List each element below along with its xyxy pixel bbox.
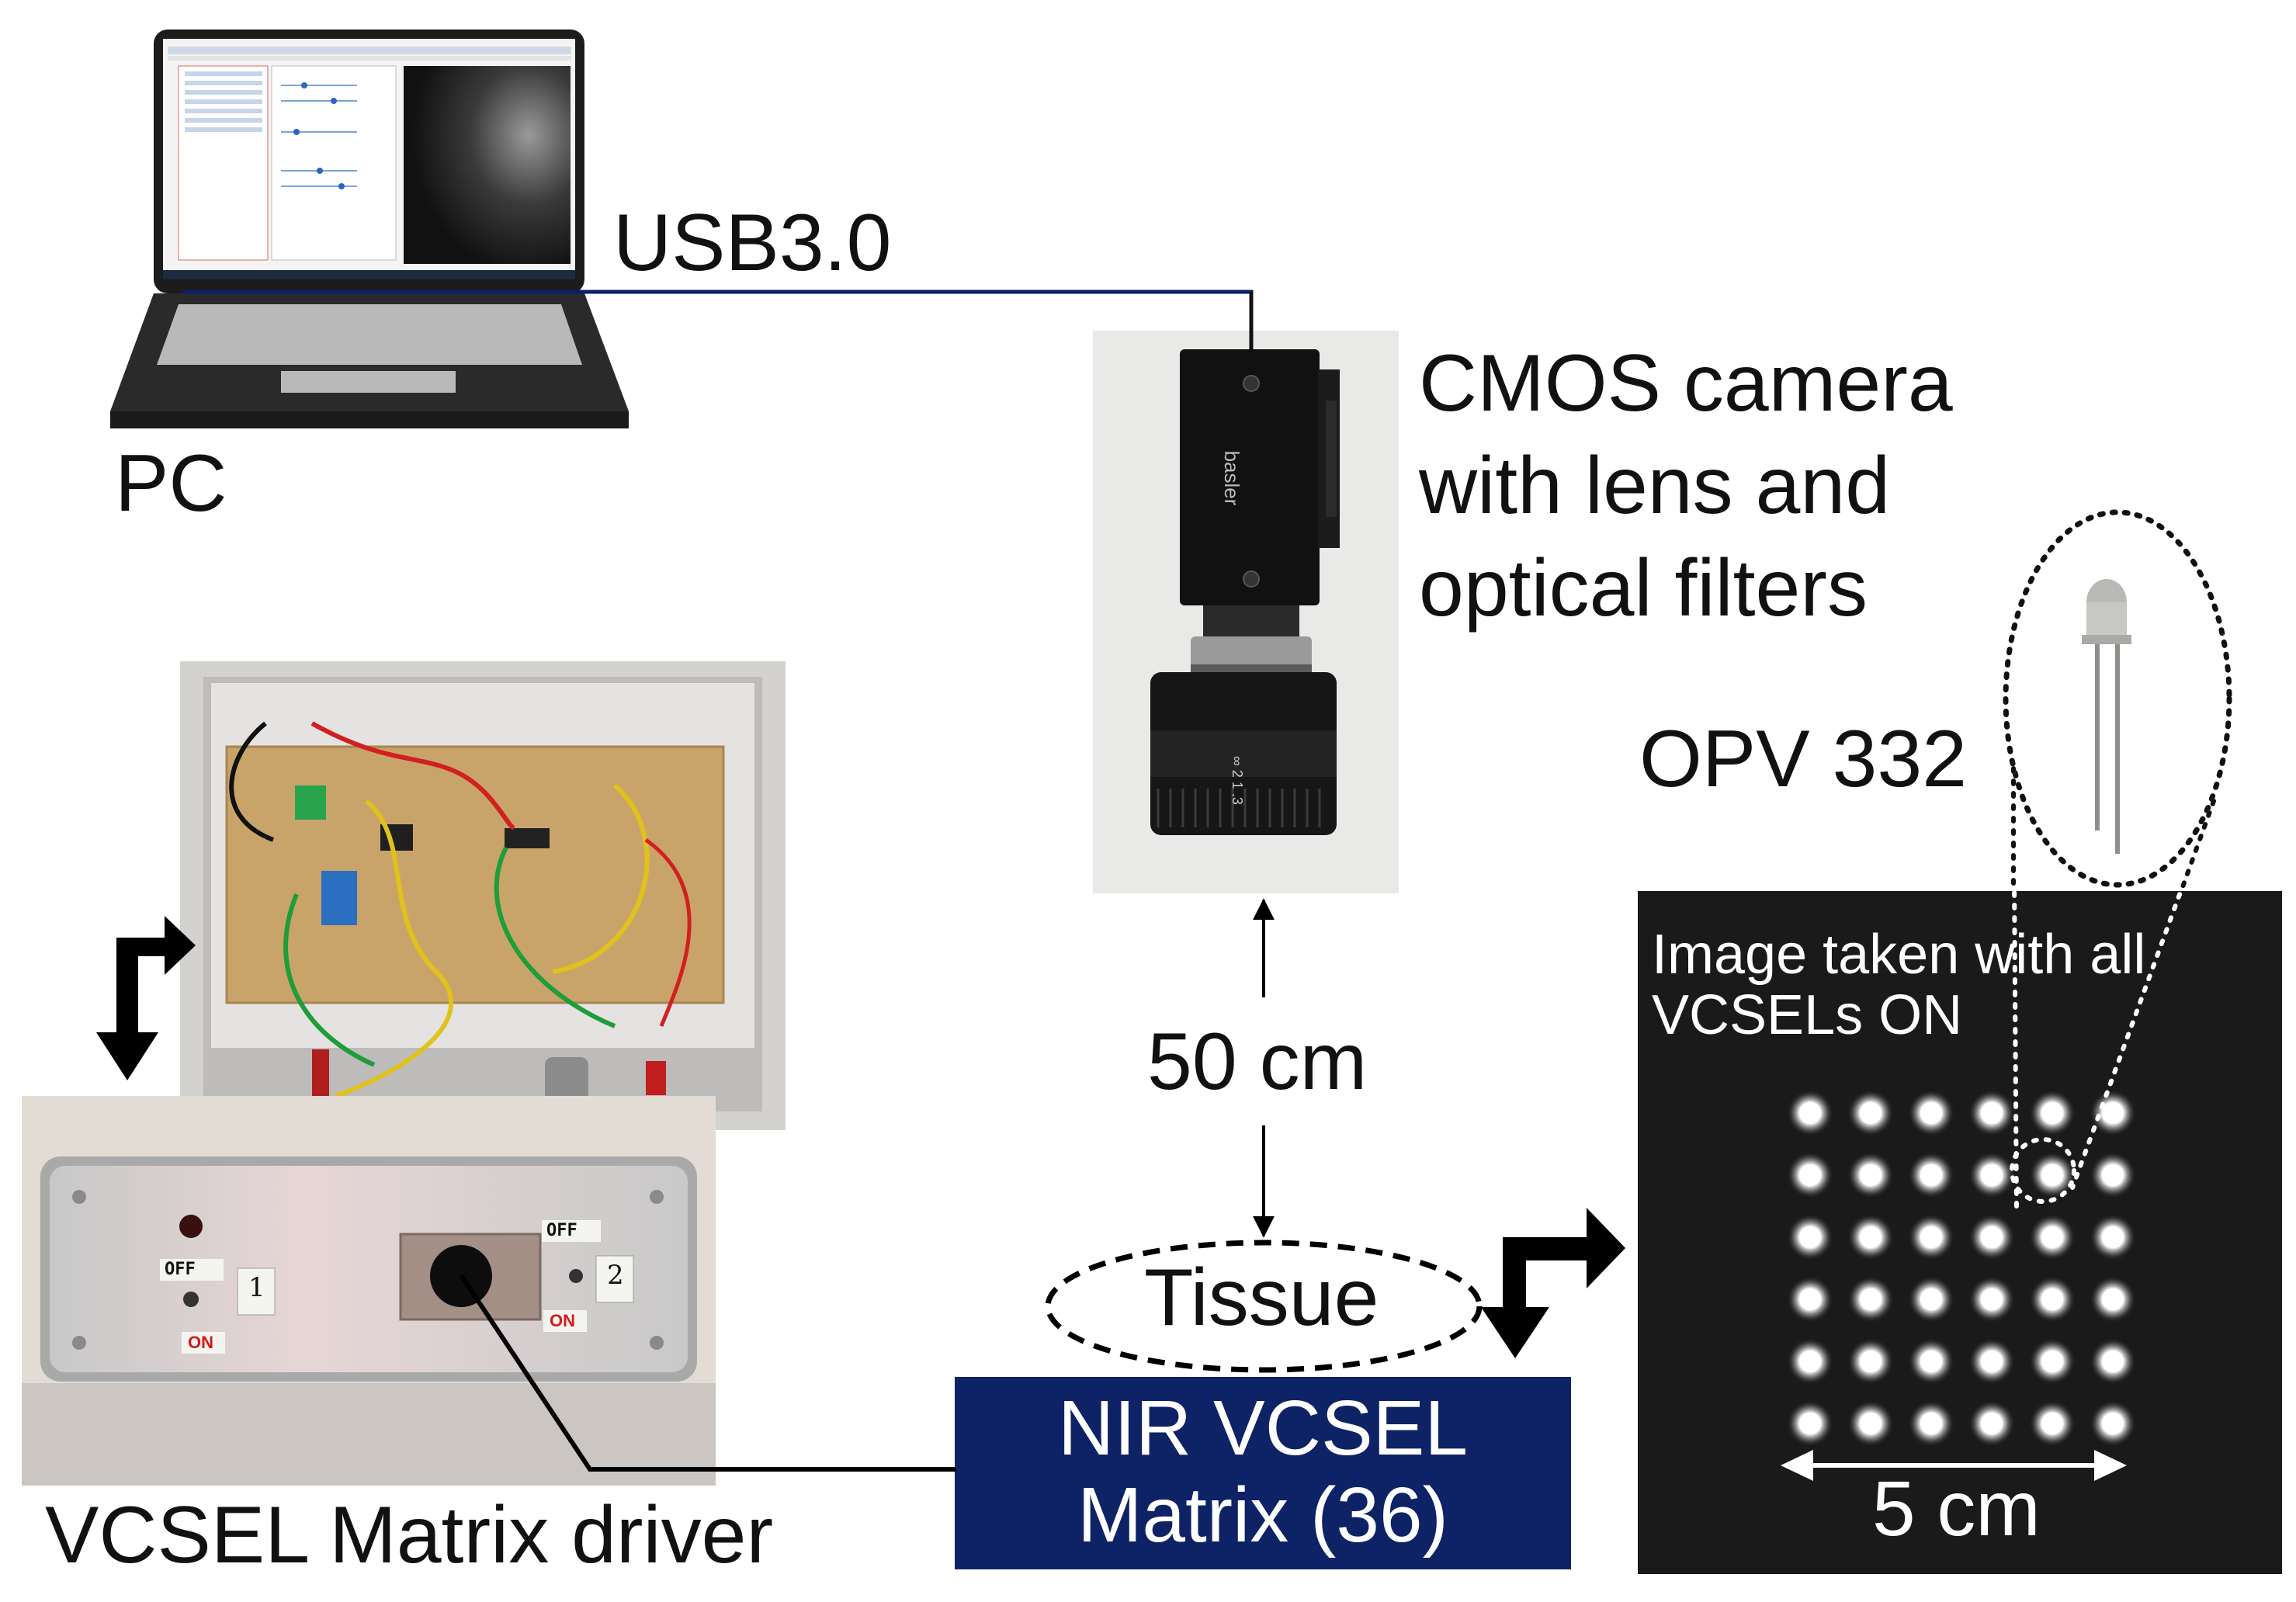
camera-photo: basler ∞ 2 1 .3 xyxy=(1093,331,1399,893)
usb-label: USB3.0 xyxy=(613,198,892,288)
switch1-off-label: OFF xyxy=(165,1260,196,1279)
bent-arrow-driver xyxy=(96,916,196,1080)
vcsel-spot xyxy=(1787,1090,1833,1136)
vcsel-label-line1: NIR VCSEL xyxy=(1058,1385,1468,1472)
scale-arrowhead-left xyxy=(1781,1450,1813,1481)
switch2-on-label: ON xyxy=(550,1311,575,1330)
switch2-number: 2 xyxy=(607,1260,624,1291)
switch1-number: 1 xyxy=(248,1272,265,1303)
distance-label: 50 cm xyxy=(1147,1017,1368,1107)
vcsel-spot xyxy=(1968,1152,2015,1198)
ir-caption-line1: Image taken with all xyxy=(1652,924,2146,986)
vcsel-spot xyxy=(1908,1276,1954,1323)
vcsel-spot xyxy=(1787,1338,1833,1385)
vcsel-spot xyxy=(1847,1152,1894,1198)
photodiode-icon xyxy=(2082,579,2131,854)
pc-label: PC xyxy=(115,439,227,529)
vcsel-spot xyxy=(2029,1152,2076,1198)
vcsel-spot xyxy=(1968,1214,2015,1260)
svg-text:∞ 2 1 .3: ∞ 2 1 .3 xyxy=(1230,756,1245,805)
laptop-icon xyxy=(110,29,629,428)
vcsel-spot xyxy=(1908,1338,1954,1385)
bent-arrow-matrix xyxy=(1481,1208,1625,1358)
vcsel-spot xyxy=(1908,1400,1954,1447)
vcsel-spot xyxy=(2090,1152,2136,1198)
vcsel-spot xyxy=(1847,1090,1894,1136)
ir-image-panel: Image taken with all VCSELs ON 5 cm xyxy=(1638,891,2282,1574)
opv-pointer-right-top xyxy=(2179,799,2216,893)
opv-dotted-ellipse xyxy=(2003,509,2232,888)
vcsel-spot xyxy=(2090,1276,2136,1323)
vcsel-label-line2: Matrix (36) xyxy=(1077,1472,1448,1559)
usb-cable xyxy=(182,290,1254,365)
vcsel-spot xyxy=(1968,1400,2015,1447)
vcsel-spot xyxy=(1847,1276,1894,1323)
vcsel-spot xyxy=(2090,1338,2136,1385)
driver-front-photo: OFF ON 1 OFF ON 2 xyxy=(22,1096,716,1486)
vcsel-spot xyxy=(1968,1338,2015,1385)
vcsel-spot xyxy=(1847,1338,1894,1385)
camera-label-line3: optical filters xyxy=(1419,543,1868,633)
tissue-ellipse xyxy=(1045,1240,1483,1373)
vcsel-spot xyxy=(2090,1214,2136,1260)
vcsel-spot xyxy=(1847,1400,1894,1447)
driver-box-icon xyxy=(22,1096,716,1486)
vcsel-matrix-box: NIR VCSEL Matrix (36) xyxy=(955,1377,1571,1569)
switch2-off-label: OFF xyxy=(546,1221,577,1240)
vcsel-spot xyxy=(1787,1276,1833,1323)
camera-icon: basler ∞ 2 1 .3 xyxy=(1150,349,1340,835)
driver-label: VCSEL Matrix driver xyxy=(45,1490,774,1580)
vcsel-spot xyxy=(1787,1214,1833,1260)
vcsel-spot xyxy=(1968,1276,2015,1323)
camera-label-line2: with lens and xyxy=(1419,441,1891,531)
opv-spot-highlight xyxy=(2010,1137,2076,1204)
vcsel-spot xyxy=(1908,1152,1954,1198)
camera-label-line1: CMOS camera xyxy=(1419,338,1953,428)
vcsel-spot xyxy=(2090,1090,2136,1136)
vcsel-spot xyxy=(1787,1152,1833,1198)
ir-spot-grid xyxy=(1787,1090,2136,1447)
vcsel-spot xyxy=(2029,1090,2076,1136)
driver-interior-photo xyxy=(180,661,786,1130)
vcsel-spot xyxy=(1908,1214,1954,1260)
vcsel-spot xyxy=(2029,1338,2076,1385)
vcsel-spot xyxy=(2029,1214,2076,1260)
vcsel-spot xyxy=(2029,1400,2076,1447)
vcsel-spot xyxy=(1847,1214,1894,1260)
laptop-illustration xyxy=(101,23,636,435)
vcsel-spot xyxy=(1968,1090,2015,1136)
circuit-board-icon xyxy=(180,661,786,1130)
svg-text:basler: basler xyxy=(1220,451,1243,506)
scale-arrowhead-right xyxy=(2094,1450,2127,1481)
switch1-on-label: ON xyxy=(188,1333,213,1352)
vcsel-spot xyxy=(2090,1400,2136,1447)
tissue-label: Tissue xyxy=(1144,1253,1379,1343)
vcsel-spot xyxy=(2029,1276,2076,1323)
scale-label: 5 cm xyxy=(1872,1465,2041,1552)
vcsel-spot xyxy=(1908,1090,1954,1136)
vcsel-spot xyxy=(1787,1400,1833,1447)
ir-caption-line2: VCSELs ON xyxy=(1652,984,1963,1046)
driver-cable xyxy=(459,1274,956,1472)
opv-label: OPV 332 xyxy=(1639,714,1968,804)
